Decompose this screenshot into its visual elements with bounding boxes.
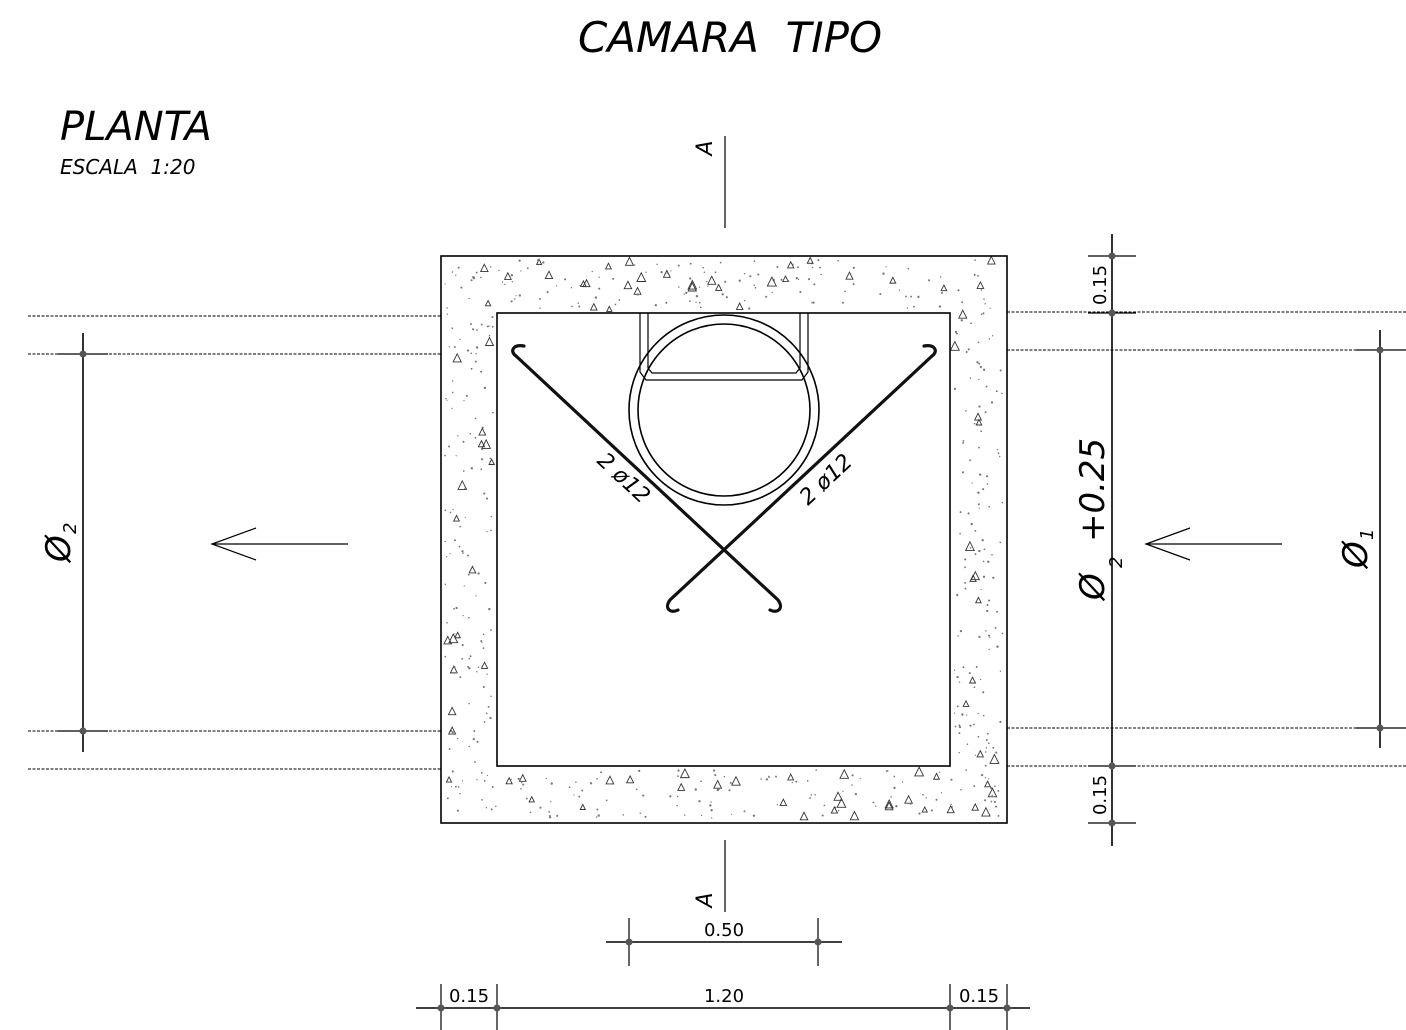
rebar-bar-left xyxy=(511,344,783,613)
ladder-rung-detail xyxy=(639,313,809,381)
chamber-walls xyxy=(440,255,1008,824)
outlet-diameter-symbol: Ø xyxy=(39,534,79,564)
view-scale: ESCALA 1:20 xyxy=(60,155,195,179)
section-mark-top: A xyxy=(693,136,726,228)
flow-arrow-left-icon xyxy=(210,527,348,561)
section-letter-top: A xyxy=(693,140,718,157)
right-dimension-chain: 0.15 0.15 Ø 2 +0.25 xyxy=(1073,234,1136,846)
outlet-diameter-subscript: 2 xyxy=(60,523,81,534)
rebar-label-right: 2 ø12 xyxy=(795,450,858,511)
dim-bottom-inner-width: 1.20 xyxy=(704,986,744,1007)
inner-wall-outline xyxy=(496,312,951,767)
dim-bottom-left-wall: 0.15 xyxy=(449,986,489,1007)
manhole-opening xyxy=(628,314,820,506)
section-mark-bottom: A xyxy=(693,840,726,912)
concrete-speckle-fill xyxy=(443,255,1004,821)
inlet-pipe-right: Ø 1 xyxy=(1007,311,1406,767)
rebar-bar-right xyxy=(665,344,937,613)
opening-width-dimension: 0.50 xyxy=(606,918,842,966)
chamber-height-label: Ø 2 +0.25 xyxy=(1073,438,1127,602)
dim-opening-width: 0.50 xyxy=(704,920,744,941)
view-name: PLANTA xyxy=(60,104,212,150)
outer-wall-outline xyxy=(440,255,1008,824)
dim-bottom-right-wall: 0.15 xyxy=(959,986,999,1007)
bottom-dimension-chain: 0.15 1.20 0.15 xyxy=(416,984,1030,1030)
chamber-height-offset: +0.25 xyxy=(1073,438,1113,542)
inlet-diameter-symbol: Ø xyxy=(1336,540,1376,570)
flow-arrow-right-icon xyxy=(1144,527,1282,561)
outlet-diameter-label: Ø 2 xyxy=(39,523,81,564)
outlet-pipe-left: Ø 2 xyxy=(28,315,441,770)
section-letter-bottom: A xyxy=(693,892,718,909)
inlet-diameter-subscript: 1 xyxy=(1357,529,1378,540)
chamber-height-symbol: Ø xyxy=(1073,572,1113,602)
drawing-title: CAMARA TIPO xyxy=(578,13,882,62)
dim-right-bottom-wall: 0.15 xyxy=(1090,775,1111,815)
inlet-diameter-label: Ø 1 xyxy=(1336,529,1378,570)
chamber-height-subscript: 2 xyxy=(1106,557,1127,568)
dim-right-top-wall: 0.15 xyxy=(1090,265,1111,305)
